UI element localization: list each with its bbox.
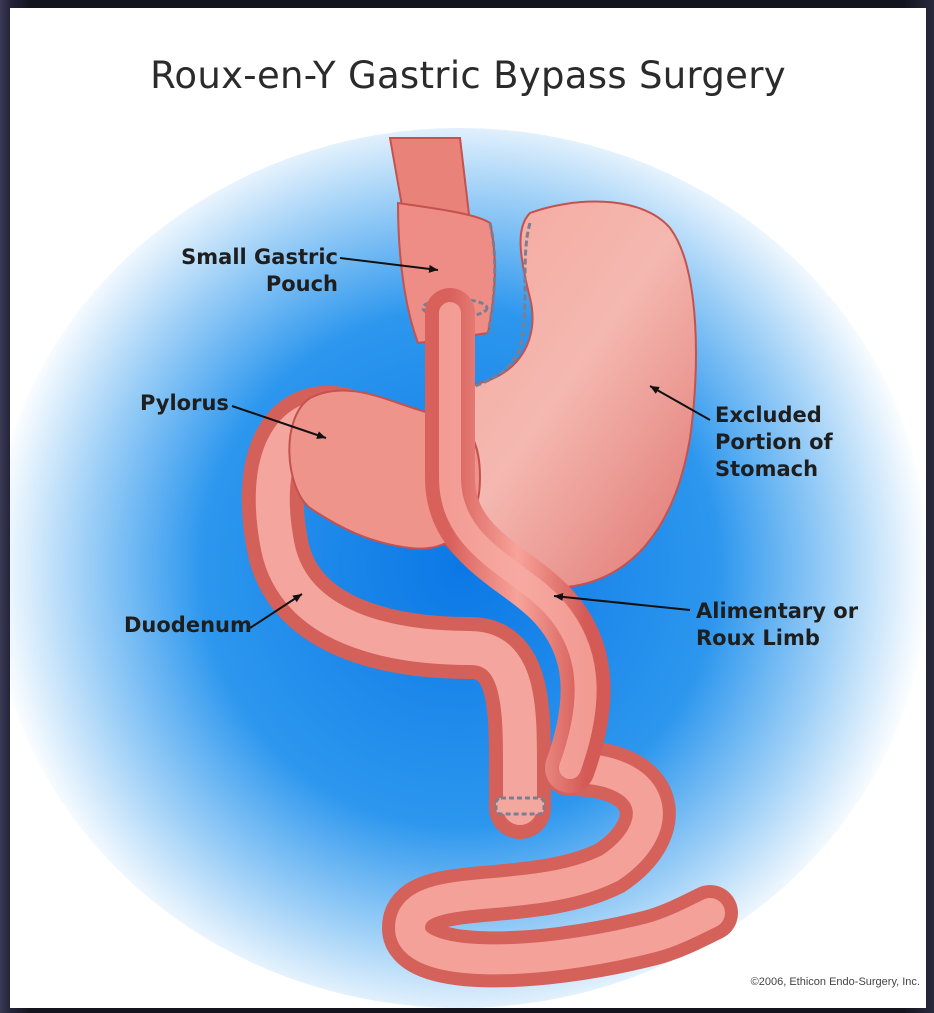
label-roux-limb: Alimentary or Roux Limb xyxy=(696,598,858,652)
staple-end-duodenum xyxy=(496,798,544,814)
label-excluded-stomach: Excluded Portion of Stomach xyxy=(715,402,833,483)
copyright-notice: ©2006, Ethicon Endo-Surgery, Inc. xyxy=(650,976,920,988)
diagram-title: Roux-en-Y Gastric Bypass Surgery xyxy=(10,54,926,97)
illustration-card: Roux-en-Y Gastric Bypass Surgery Small G… xyxy=(10,8,926,1008)
label-small-gastric-pouch: Small Gastric Pouch xyxy=(178,244,338,298)
anatomy-illustration xyxy=(10,8,926,1008)
label-pylorus: Pylorus xyxy=(140,390,229,417)
label-duodenum: Duodenum xyxy=(124,612,252,639)
